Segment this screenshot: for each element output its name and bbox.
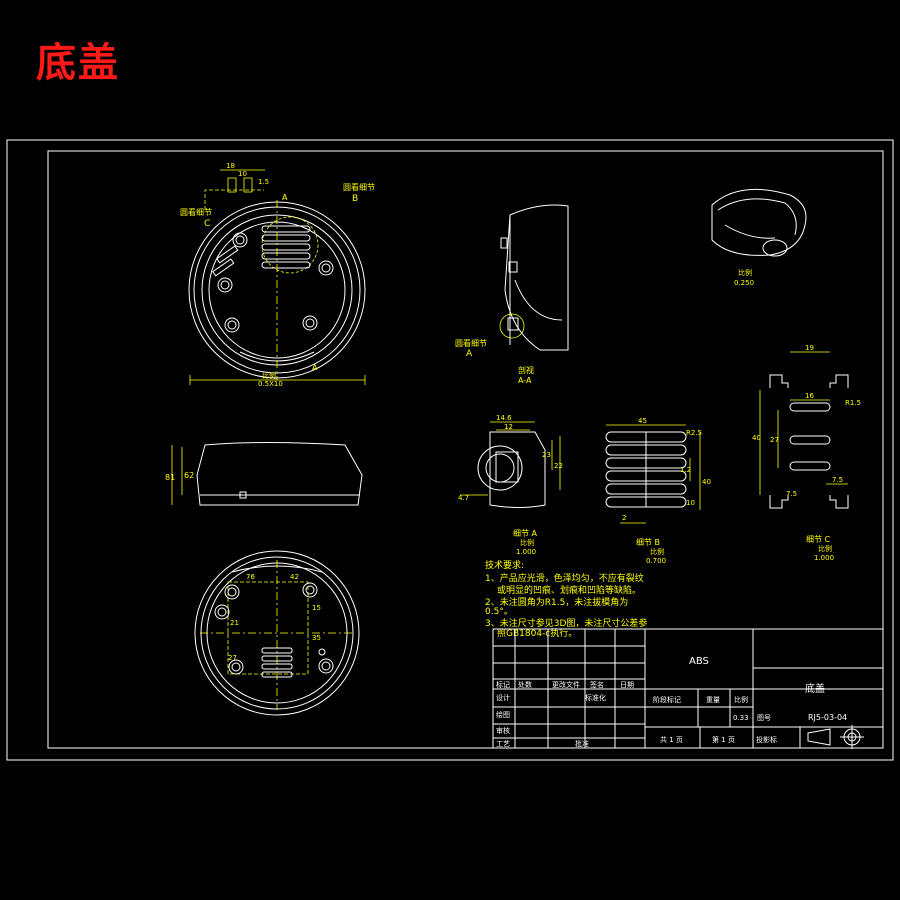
svg-text:40: 40 (752, 434, 761, 442)
svg-text:2: 2 (622, 514, 626, 522)
svg-text:7.5: 7.5 (786, 490, 797, 498)
svg-text:投影标: 投影标 (756, 735, 777, 744)
detail-a: 14.6 12 4.7 23 22 细节 A 比例 1.000 (458, 414, 563, 556)
part-name: 底盖 (805, 682, 825, 695)
bottom-view: 76 42 15 21 35 27 (194, 550, 360, 716)
svg-text:22: 22 (554, 462, 563, 470)
svg-text:45: 45 (638, 417, 647, 425)
notes-line: 2、未注圆角为R1.5，未注拔模角为 (485, 596, 628, 608)
svg-text:1.000: 1.000 (516, 548, 536, 556)
svg-text:4.7: 4.7 (458, 494, 469, 502)
iso-view: 比例 0.250 (711, 188, 807, 287)
svg-text:14.6: 14.6 (496, 414, 512, 422)
svg-text:76: 76 (246, 573, 255, 581)
svg-text:A: A (466, 349, 473, 359)
svg-text:圆看细节: 圆看细节 (343, 182, 375, 192)
svg-text:图号: 图号 (757, 714, 771, 722)
svg-text:27: 27 (228, 654, 237, 662)
svg-text:圆看细节: 圆看细节 (455, 338, 487, 348)
svg-text:A: A (312, 363, 318, 372)
inner-frame (47, 150, 884, 749)
svg-text:重量: 重量 (706, 696, 720, 704)
svg-text:15: 15 (312, 604, 321, 612)
svg-text:细节 C: 细节 C (806, 534, 831, 544)
svg-text:工艺: 工艺 (496, 740, 510, 748)
drawing-number: RJ5-03-04 (808, 713, 847, 722)
svg-text:绘图: 绘图 (496, 710, 510, 719)
svg-text:标准化: 标准化 (585, 693, 606, 702)
svg-text:A: A (282, 193, 288, 202)
svg-text:10: 10 (686, 499, 695, 507)
svg-text:23: 23 (542, 451, 551, 459)
notes-line: 或明显的凹痕、划痕和凹陷等缺陷。 (497, 584, 641, 596)
svg-text:10: 10 (238, 170, 247, 178)
notes-line: 照GB1804-c执行。 (497, 627, 577, 639)
svg-text:1.000: 1.000 (814, 554, 834, 562)
svg-text:62: 62 (184, 471, 194, 480)
svg-text:16: 16 (805, 392, 814, 400)
svg-text:比例: 比例 (818, 544, 832, 553)
svg-text:比例: 比例 (738, 268, 752, 277)
side-view: 81 62 (165, 442, 363, 506)
technical-notes: 技术要求: 1、产品应光滑，色泽均匀，不应有裂纹 或明显的凹痕、划痕和凹陷等缺陷… (485, 559, 647, 639)
svg-text:42: 42 (290, 573, 299, 581)
svg-text:0.700: 0.700 (646, 557, 666, 565)
svg-text:圆看细节: 圆看细节 (180, 207, 212, 217)
svg-text:21: 21 (230, 619, 239, 627)
svg-text:签名: 签名 (590, 680, 604, 689)
svg-text:比例: 比例 (262, 371, 276, 380)
detail-c: 19 16 R1.5 40 27 7.5 7.5 细节 C 比例 1.000 (752, 344, 861, 562)
notes-line: 0.5°。 (485, 607, 513, 617)
svg-text:R1.5: R1.5 (845, 399, 861, 407)
svg-text:细节 A: 细节 A (513, 528, 538, 538)
svg-text:审核: 审核 (496, 726, 510, 735)
svg-text:比例: 比例 (650, 547, 664, 556)
svg-text:B: B (352, 194, 358, 204)
svg-text:1.5: 1.5 (258, 178, 269, 186)
detail-b: 45 R2.5 1.2 40 2 10 细节 B 比例 0.700 (605, 417, 711, 565)
svg-text:细节 B: 细节 B (636, 537, 660, 547)
svg-text:比例: 比例 (520, 538, 534, 547)
svg-text:0.5X10: 0.5X10 (258, 380, 283, 388)
notes-heading: 技术要求: (485, 559, 524, 571)
svg-text:处数: 处数 (518, 680, 532, 689)
svg-text:27: 27 (770, 436, 779, 444)
svg-text:C: C (204, 219, 210, 229)
svg-text:比例: 比例 (734, 695, 748, 704)
svg-text:0.250: 0.250 (734, 279, 754, 287)
notes-line: 3、未注尺寸参见3D图，未注尺寸公差参 (485, 617, 647, 629)
top-view: 18 10 1.5 圆看细节 C 圆看细节 B A A 比例 0.5X10 (180, 162, 375, 388)
svg-text:设计: 设计 (496, 693, 510, 702)
svg-text:7.5: 7.5 (832, 476, 843, 484)
svg-text:共 1 页: 共 1 页 (660, 735, 683, 744)
svg-text:阶段标记: 阶段标记 (653, 695, 681, 704)
svg-text:18: 18 (226, 162, 235, 170)
notes-line: 1、产品应光滑，色泽均匀，不应有裂纹 (485, 572, 644, 584)
svg-text:81: 81 (165, 473, 175, 482)
projection-symbol-icon (807, 725, 864, 749)
svg-text:批准: 批准 (575, 739, 589, 748)
page-title: 底盖 (36, 39, 120, 86)
material: ABS (689, 656, 709, 667)
svg-text:12: 12 (504, 423, 513, 431)
svg-text:第 1 页: 第 1 页 (712, 735, 735, 744)
section-view: 圆看细节 A 剖视 A-A (455, 204, 569, 385)
svg-text:标记: 标记 (496, 680, 510, 689)
svg-text:0.33: 0.33 (733, 714, 749, 722)
outer-frame (6, 139, 894, 761)
svg-text:40: 40 (702, 478, 711, 486)
svg-text:A-A: A-A (518, 376, 532, 385)
svg-text:R2.5: R2.5 (686, 429, 702, 437)
svg-text:35: 35 (312, 634, 321, 642)
svg-text:更改文件: 更改文件 (552, 680, 580, 689)
svg-text:日期: 日期 (620, 681, 634, 689)
svg-text:剖视: 剖视 (518, 365, 534, 375)
title-block: ABS 底盖 标记 处数 更改文件 签名 日期 标准化 设计 绘图 审核 工艺 … (492, 628, 884, 749)
svg-text:1.2: 1.2 (680, 466, 691, 474)
svg-text:19: 19 (805, 344, 814, 352)
